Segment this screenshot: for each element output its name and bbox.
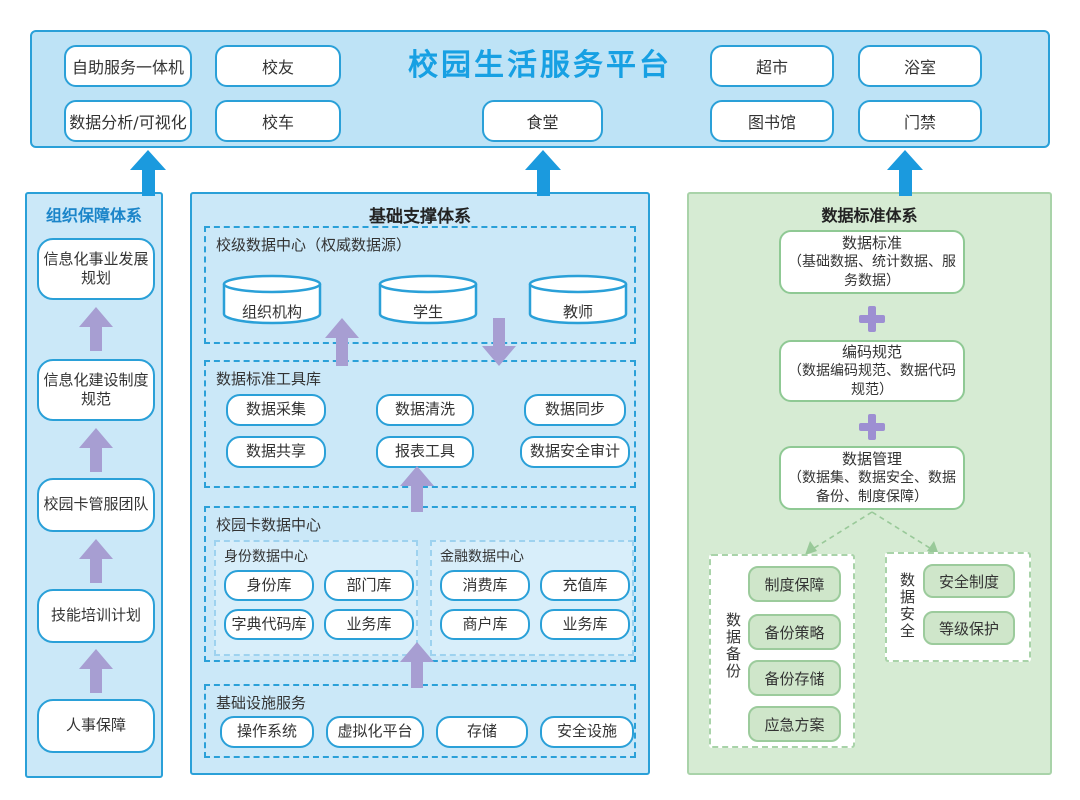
banner-item-access-control: 门禁 — [858, 100, 982, 142]
org-box-construction-rules: 信息化建设制度 规范 — [37, 359, 155, 421]
box-detail: （数据编码规范、数据代码规范） — [788, 363, 956, 399]
database-cylinder-teacher: 教师 — [528, 274, 628, 326]
org-box-training-plan: 技能培训计划 — [37, 589, 155, 643]
infra-box-virtualization: 虚拟化平台 — [326, 716, 424, 748]
section-tool-library: 数据标准工具库 数据采集 数据清洗 数据同步 数据共享 报表工具 数据安全审计 — [204, 360, 636, 488]
down-arrow-icon — [482, 318, 516, 366]
up-arrow-icon — [79, 307, 113, 351]
group-data-backup: 数据备份 制度保障 备份策略 备份存储 应急方案 — [709, 554, 855, 748]
subsection-label: 金融数据中心 — [440, 549, 524, 565]
infra-box-os: 操作系统 — [220, 716, 314, 748]
left-column-organization: 组织保障体系 信息化事业发展 规划 信息化建设制度 规范 校园卡管服团队 技能培… — [25, 192, 163, 778]
section-school-data-center: 校级数据中心（权威数据源） 组织机构 学生 — [204, 226, 636, 344]
up-arrow-icon — [325, 318, 359, 366]
backup-box-storage: 备份存储 — [748, 660, 841, 696]
box-name: 编码规范 — [841, 342, 902, 361]
database-label: 学生 — [412, 303, 443, 321]
standard-box-data-management: 数据管理 （数据集、数据安全、数据备份、制度保障） — [779, 446, 965, 510]
group-label: 数据备份 — [724, 612, 742, 680]
db-box-business2: 业务库 — [540, 609, 630, 640]
up-arrow-icon — [79, 428, 113, 472]
subsection-finance-data: 金融数据中心 消费库 充值库 商户库 业务库 — [430, 540, 634, 656]
box-name: 数据管理 — [841, 449, 902, 468]
tool-box-share: 数据共享 — [226, 436, 326, 468]
cylinder-icon — [528, 274, 628, 325]
section-label: 校级数据中心（权威数据源） — [216, 236, 412, 254]
top-banner: 校园生活服务平台 自助服务一体机 校友 超市 浴室 数据分析/可视化 校车 食堂… — [30, 30, 1050, 148]
subsection-label: 身份数据中心 — [224, 549, 308, 565]
banner-item-bathroom: 浴室 — [858, 45, 982, 87]
group-label: 数据安全 — [898, 572, 916, 640]
banner-item-alumni: 校友 — [215, 45, 341, 87]
up-arrow-icon — [400, 642, 434, 688]
group-data-security: 数据安全 安全制度 等级保护 — [885, 552, 1031, 662]
plus-icon — [859, 306, 885, 332]
section-card-data-center: 校园卡数据中心 身份数据中心 身份库 部门库 字典代码库 业务库 金融数据中心 … — [204, 506, 636, 662]
db-box-dictionary: 字典代码库 — [224, 609, 314, 640]
middle-column-title: 基础支撑体系 — [369, 207, 471, 227]
section-label: 基础设施服务 — [216, 694, 307, 712]
backup-box-system: 制度保障 — [748, 566, 841, 602]
section-infrastructure: 基础设施服务 操作系统 虚拟化平台 存储 安全设施 — [204, 684, 636, 758]
page-title: 校园生活服务平台 — [408, 48, 672, 83]
database-cylinder-student: 学生 — [378, 274, 478, 326]
left-column-title: 组织保障体系 — [45, 206, 142, 225]
banner-item-data-analysis: 数据分析/可视化 — [64, 100, 192, 142]
right-column-data-standard: 数据标准体系 数据标准 （基础数据、统计数据、服务数据） 编码规范 （数据编码规… — [687, 192, 1052, 775]
box-name: 数据标准 — [841, 233, 902, 252]
branch-arrows-icon — [805, 511, 939, 555]
db-box-business: 业务库 — [324, 609, 414, 640]
banner-item-canteen: 食堂 — [482, 100, 603, 142]
database-label: 教师 — [562, 303, 593, 321]
tool-box-clean: 数据清洗 — [376, 394, 474, 426]
cylinder-icon — [222, 274, 322, 325]
up-arrow-icon — [400, 466, 434, 512]
security-box-system: 安全制度 — [923, 564, 1015, 598]
security-box-protection: 等级保护 — [923, 611, 1015, 645]
backup-box-strategy: 备份策略 — [748, 614, 841, 650]
tool-box-report: 报表工具 — [376, 436, 474, 468]
banner-item-supermarket: 超市 — [710, 45, 834, 87]
box-detail: （基础数据、统计数据、服务数据） — [788, 254, 956, 290]
org-box-card-team: 校园卡管服团队 — [37, 478, 155, 532]
db-box-consume: 消费库 — [440, 570, 530, 601]
tool-box-sync: 数据同步 — [524, 394, 626, 426]
database-label: 组织机构 — [241, 303, 302, 321]
plus-icon — [859, 414, 885, 440]
section-label: 校园卡数据中心 — [216, 516, 322, 534]
backup-box-emergency: 应急方案 — [748, 706, 841, 742]
tool-box-audit: 数据安全审计 — [520, 436, 630, 468]
db-box-identity: 身份库 — [224, 570, 314, 601]
banner-item-library: 图书馆 — [710, 100, 834, 142]
up-arrow-icon — [887, 150, 923, 196]
up-arrow-icon — [79, 539, 113, 583]
infra-box-security: 安全设施 — [540, 716, 634, 748]
database-cylinder-org: 组织机构 — [222, 274, 322, 326]
org-box-hr-guarantee: 人事保障 — [37, 699, 155, 753]
db-box-recharge: 充值库 — [540, 570, 630, 601]
tool-box-collect: 数据采集 — [226, 394, 326, 426]
right-column-title: 数据标准体系 — [821, 206, 918, 225]
cylinder-icon — [378, 274, 478, 325]
up-arrow-icon — [130, 150, 166, 196]
db-box-department: 部门库 — [324, 570, 414, 601]
standard-box-coding-spec: 编码规范 （数据编码规范、数据代码规范） — [779, 340, 965, 402]
box-detail: （数据集、数据安全、数据备份、制度保障） — [788, 470, 956, 506]
infra-box-storage: 存储 — [436, 716, 528, 748]
banner-item-self-service: 自助服务一体机 — [64, 45, 192, 87]
up-arrow-icon — [79, 649, 113, 693]
org-box-dev-plan: 信息化事业发展 规划 — [37, 238, 155, 300]
middle-column-support: 基础支撑体系 校级数据中心（权威数据源） 组织机构 学生 — [190, 192, 650, 775]
subsection-identity-data: 身份数据中心 身份库 部门库 字典代码库 业务库 — [214, 540, 418, 656]
up-arrow-icon — [525, 150, 561, 196]
banner-item-school-bus: 校车 — [215, 100, 341, 142]
section-label: 数据标准工具库 — [216, 370, 322, 388]
standard-box-data-standard: 数据标准 （基础数据、统计数据、服务数据） — [779, 230, 965, 294]
db-box-merchant: 商户库 — [440, 609, 530, 640]
